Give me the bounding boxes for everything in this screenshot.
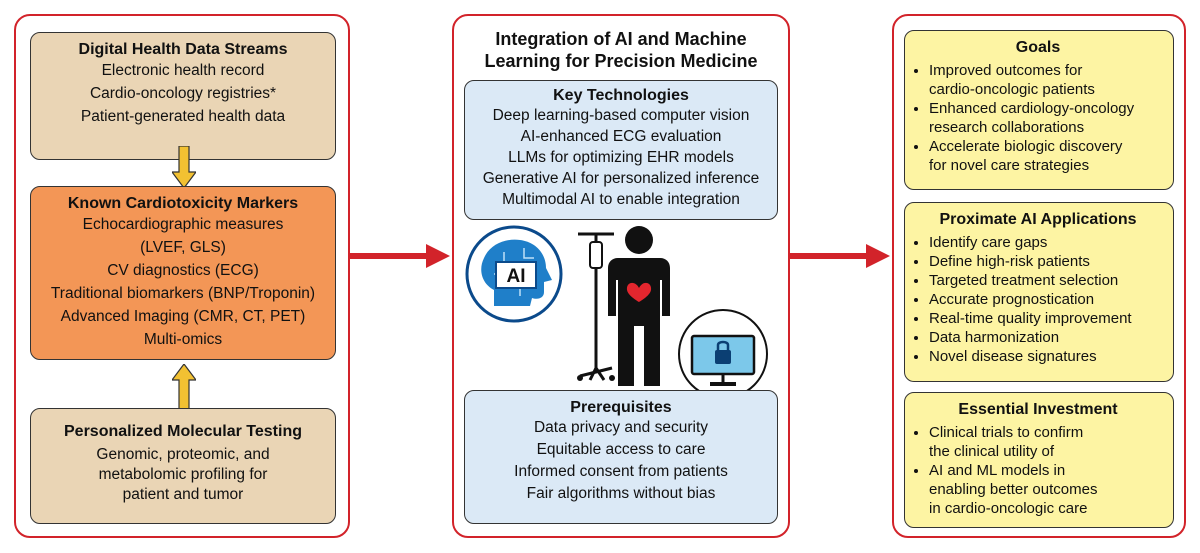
- center-title: Integration of AI and Machine Learning f…: [454, 28, 788, 72]
- applications-item: Identify care gaps: [929, 233, 1165, 252]
- markers-item: Traditional biomarkers (BNP/Troponin): [50, 285, 316, 302]
- markers-item: CV diagnostics (ECG): [107, 262, 259, 279]
- right-arrow-icon: [790, 244, 890, 268]
- goals-box: Goals Improved outcomes for cardio-oncol…: [904, 30, 1174, 190]
- markers-item: Echocardiographic measures: [82, 216, 284, 233]
- data-streams-title: Digital Health Data Streams: [78, 41, 288, 58]
- prerequisites-box: Prerequisites Data privacy and security …: [464, 390, 778, 524]
- goals-list: Improved outcomes for cardio-oncologic p…: [911, 61, 1165, 175]
- right-panel: Goals Improved outcomes for cardio-oncol…: [892, 14, 1186, 538]
- applications-item: Real-time quality improvement: [929, 309, 1165, 328]
- patient-figure-icon: [608, 226, 670, 386]
- data-streams-item: Patient-generated health data: [80, 108, 286, 125]
- markers-item: Multi-omics: [143, 331, 223, 348]
- markers-item: Advanced Imaging (CMR, CT, PET): [60, 308, 306, 325]
- investment-item: in cardio-oncologic care: [929, 500, 1088, 517]
- molecular-item: metabolomic profiling for: [98, 466, 268, 483]
- molecular-title: Personalized Molecular Testing: [64, 423, 302, 440]
- center-title-line: Integration of AI and Machine: [495, 29, 747, 49]
- ai-applications-box: Proximate AI Applications Identify care …: [904, 202, 1174, 382]
- secure-monitor-icon: [678, 309, 768, 399]
- iv-stand-icon: [577, 232, 615, 381]
- technologies-title: Key Technologies: [553, 87, 689, 104]
- left-panel: Digital Health Data Streams Electronic h…: [14, 14, 350, 538]
- prerequisites-title: Prerequisites: [570, 399, 672, 416]
- markers-title: Known Cardiotoxicity Markers: [67, 195, 299, 212]
- technologies-item: Deep learning-based computer vision: [492, 107, 750, 124]
- goals-item: for novel care strategies: [929, 157, 1090, 174]
- goals-item: Improved outcomes for: [929, 61, 1165, 80]
- applications-item: Define high-risk patients: [929, 252, 1165, 271]
- cardiotoxicity-markers-box: Known Cardiotoxicity Markers Echocardiog…: [30, 186, 336, 360]
- technologies-item: Multimodal AI to enable integration: [502, 191, 740, 208]
- ai-badge-text: AI: [507, 266, 526, 287]
- applications-list: Identify care gaps Define high-risk pati…: [911, 233, 1165, 366]
- investment-item: enabling better outcomes: [929, 481, 1098, 498]
- essential-investment-box: Essential Investment Clinical trials to …: [904, 392, 1174, 528]
- prerequisites-item: Data privacy and security: [533, 419, 709, 436]
- molecular-item: Genomic, proteomic, and: [96, 446, 270, 463]
- markers-item: (LVEF, GLS): [140, 239, 226, 256]
- technologies-item: Generative AI for personalized inference: [482, 170, 760, 187]
- goals-item: research collaborations: [929, 119, 1085, 136]
- data-streams-item: Cardio-oncology registries*: [89, 85, 277, 102]
- investment-item: AI and ML models in: [929, 461, 1165, 480]
- ai-head-icon: AI: [465, 225, 563, 323]
- data-streams-box: Digital Health Data Streams Electronic h…: [30, 32, 336, 160]
- applications-item: Novel disease signatures: [929, 347, 1165, 366]
- prerequisites-item: Fair algorithms without bias: [526, 485, 716, 502]
- center-panel: Integration of AI and Machine Learning f…: [452, 14, 790, 538]
- applications-item: Targeted treatment selection: [929, 271, 1165, 290]
- data-streams-item: Electronic health record: [101, 62, 265, 79]
- prerequisites-item: Equitable access to care: [536, 441, 706, 458]
- goals-item: Enhanced cardiology-oncology: [929, 99, 1165, 118]
- applications-item: Accurate prognostication: [929, 290, 1165, 309]
- applications-title: Proximate AI Applications: [939, 211, 1137, 228]
- investment-title: Essential Investment: [958, 401, 1118, 418]
- prerequisites-item: Informed consent from patients: [514, 463, 728, 480]
- center-title-line: Learning for Precision Medicine: [484, 51, 758, 71]
- technologies-item: AI-enhanced ECG evaluation: [520, 128, 722, 145]
- investment-list: Clinical trials to confirm the clinical …: [911, 423, 1165, 518]
- technologies-item: LLMs for optimizing EHR models: [508, 149, 734, 166]
- investment-item: the clinical utility of: [929, 443, 1055, 460]
- down-arrow-icon: [172, 146, 196, 189]
- key-technologies-box: Key Technologies Deep learning-based com…: [464, 80, 778, 220]
- applications-item: Data harmonization: [929, 328, 1165, 347]
- up-arrow-icon: [172, 364, 196, 410]
- molecular-item: patient and tumor: [122, 486, 244, 503]
- goals-item: Accelerate biologic discovery: [929, 137, 1165, 156]
- right-arrow-icon: [350, 244, 450, 268]
- goals-item: cardio-oncologic patients: [929, 81, 1095, 98]
- investment-item: Clinical trials to confirm: [929, 423, 1165, 442]
- molecular-testing-box: Personalized Molecular Testing Genomic, …: [30, 408, 336, 524]
- goals-title: Goals: [1015, 39, 1061, 56]
